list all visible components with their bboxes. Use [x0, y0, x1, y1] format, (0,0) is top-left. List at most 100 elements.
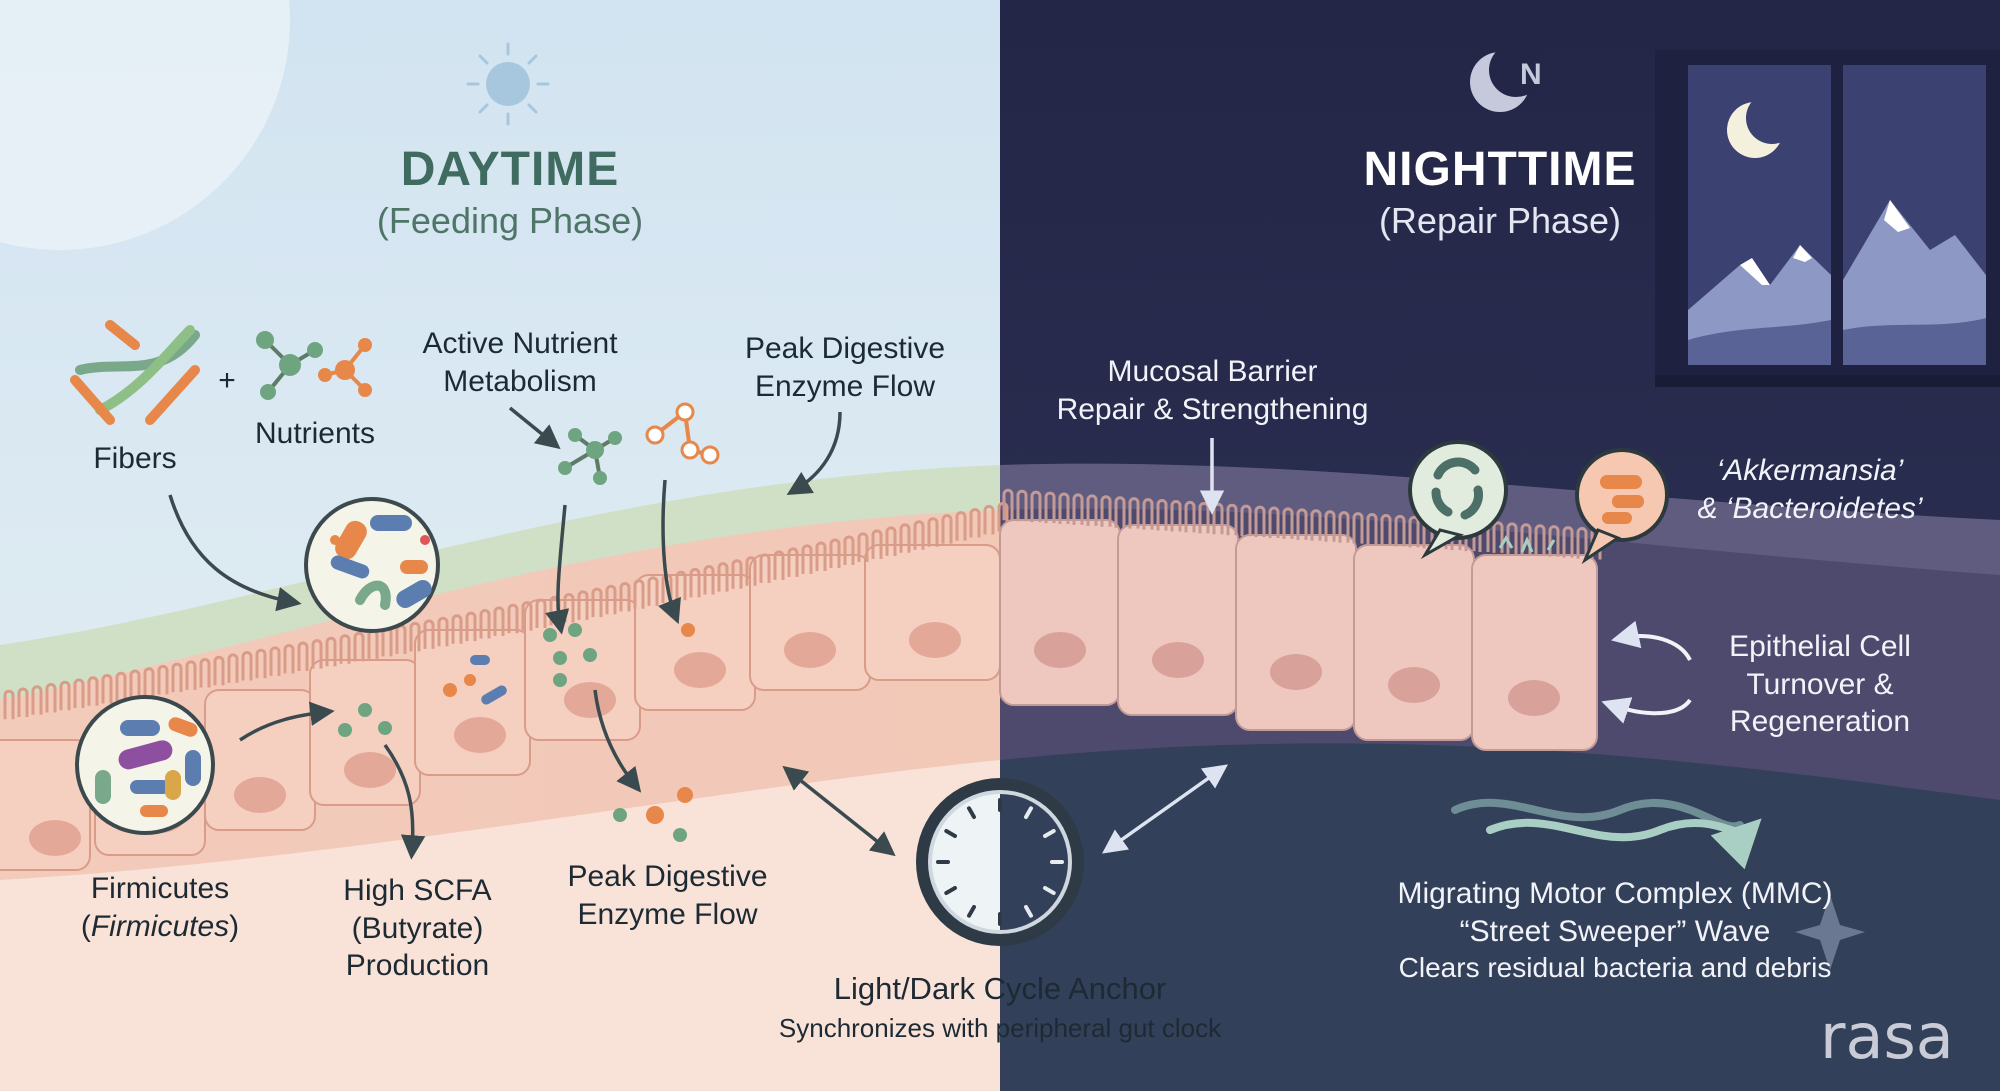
metabolism-line-2: Metabolism	[443, 364, 597, 398]
epi-line-2: Turnover &	[1746, 667, 1894, 701]
enzyme-bottom-line-2: Enzyme Flow	[577, 897, 758, 931]
microvillus	[1576, 527, 1588, 559]
microvillus	[717, 562, 729, 592]
microvillus	[773, 550, 785, 580]
microvillus	[871, 529, 883, 559]
microvillus	[45, 683, 57, 713]
microvillus	[115, 671, 127, 702]
clock-tick	[967, 905, 976, 918]
clock-caption: Synchronizes with peripheral gut clock	[778, 1013, 1222, 1043]
clock-tick	[967, 806, 976, 819]
mucus-layer-night	[1000, 463, 2000, 575]
moon-letter: N	[1520, 58, 1542, 91]
microvillus	[87, 676, 99, 706]
microvillus	[101, 674, 113, 704]
microvillus	[927, 517, 939, 547]
clock-title: Light/Dark Cycle Anchor	[833, 971, 1167, 1006]
metabolism-label: Active Nutrient Metabolism	[385, 325, 655, 400]
microvillus	[143, 667, 155, 697]
microvillus	[815, 541, 827, 571]
microvillus	[283, 643, 295, 674]
microvillus	[675, 570, 687, 601]
bacteroidetes-bubble	[1575, 448, 1669, 565]
microvillus	[647, 576, 659, 606]
tiny-microbes-night	[1498, 535, 1556, 553]
akkermansia-label: ‘Akkermansia’ & ‘Bacteroidetes’	[1665, 452, 1955, 527]
microvillus	[703, 565, 715, 595]
day-title: DAYTIME	[400, 143, 620, 196]
microvillus	[1408, 515, 1420, 548]
microvillus	[353, 631, 365, 662]
microvillus	[465, 611, 477, 642]
scfa-line-3: Production	[345, 949, 490, 982]
microvillus	[577, 590, 589, 620]
microvillus	[1366, 513, 1378, 545]
enzyme-top-line-2: Enzyme Flow	[754, 369, 936, 403]
enzyme-flow-top-label: Peak Digestive Enzyme Flow	[710, 330, 980, 405]
microvillus	[311, 639, 323, 669]
microvillus	[269, 646, 281, 676]
microvillus	[1002, 488, 1014, 521]
plus-sign: +	[218, 364, 236, 397]
microvillus	[1044, 491, 1056, 524]
scfa-particles	[338, 623, 695, 842]
microvillus	[185, 660, 197, 690]
microvillus	[955, 511, 967, 541]
moon-icon	[1470, 43, 1543, 112]
night-arrows	[1102, 438, 1228, 854]
scfa-label: High SCFA (Butyrate) Production	[305, 872, 530, 985]
microvillus	[731, 559, 743, 589]
microvillus	[1492, 521, 1504, 553]
microvillus	[1548, 525, 1560, 557]
microvillus	[423, 619, 435, 649]
scfa-line-2: (Butyrate)	[351, 911, 484, 945]
microvillus	[437, 616, 449, 647]
mucosal-line-1: Mucosal Barrier	[1107, 355, 1318, 388]
microvillus	[73, 678, 85, 709]
microvillus	[1310, 509, 1322, 541]
firmicutes-line-1: Firmicutes	[90, 872, 230, 905]
microvillus	[913, 520, 925, 550]
mmc-line-1: Migrating Motor Complex (MMC)	[1397, 877, 1833, 910]
microvillus	[1324, 510, 1336, 542]
mucosal-line-2: Repair & Strengthening	[1056, 392, 1369, 426]
enzyme-top-line-1: Peak Digestive	[744, 332, 946, 365]
microvillus	[535, 598, 547, 628]
microvillus	[1240, 504, 1252, 537]
fibers-label: Fibers	[93, 442, 177, 475]
night-window	[1655, 50, 2000, 387]
microvillus	[591, 587, 603, 618]
microvillus	[1506, 522, 1518, 554]
microvillus	[493, 606, 505, 636]
microvillus	[409, 621, 421, 652]
akkermansia-bubble	[1408, 440, 1508, 560]
microvillus	[1184, 500, 1196, 533]
scfa-line-1: High SCFA	[343, 874, 492, 907]
microvillus	[843, 535, 855, 565]
epithelial-cells-night	[999, 519, 1598, 751]
microvillus	[1226, 503, 1238, 536]
akk-line-1: ‘Akkermansia’	[1716, 454, 1904, 487]
firmicutes-italic: Firmicutes	[90, 909, 230, 943]
microvillus	[1562, 526, 1574, 558]
microvillus	[325, 636, 337, 667]
microvillus	[759, 553, 771, 583]
microvillus	[563, 593, 575, 623]
epi-line-1: Epithelial Cell	[1729, 630, 1911, 663]
microvillus	[857, 532, 869, 562]
microvillus	[199, 658, 211, 688]
microvillus	[1296, 508, 1308, 540]
microvillus	[241, 651, 253, 681]
mmc-wave-icon	[1451, 798, 1762, 870]
fibers-icon	[70, 320, 200, 425]
microvillus	[171, 662, 183, 693]
microvillus	[745, 556, 757, 586]
microvillus	[1100, 495, 1112, 527]
microvillus	[1394, 514, 1406, 547]
nutrients-label: Nutrients	[254, 417, 376, 450]
microbe-cluster-firmicutes	[75, 695, 215, 835]
microvillus	[1156, 499, 1168, 531]
microvillus	[1030, 490, 1042, 523]
microvillus	[1254, 505, 1266, 538]
night-subtitle: (Repair Phase)	[1378, 200, 1622, 241]
